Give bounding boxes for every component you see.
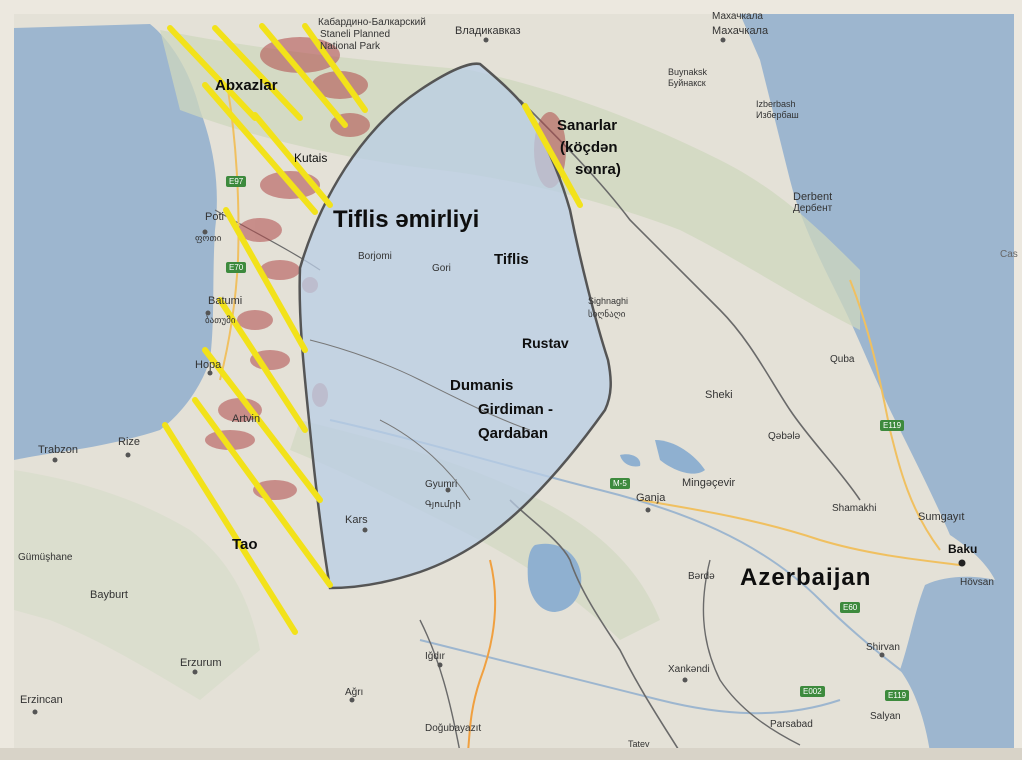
region-label-sanarlar-note: (köçdən [560,139,618,156]
city-label-artvin[interactable]: Artvin [232,413,261,425]
black-sea [14,24,217,460]
region-label-qardaban: Qardaban [478,425,549,442]
city-label-gyumri-arm[interactable]: Գյումրի [425,499,461,509]
region-label-rustav: Rustav [522,335,569,351]
city-label-tiflis: Tiflis [494,251,529,268]
region-label-abxazlar: Abxazlar [215,77,278,94]
yellow-stripe-set [162,23,583,635]
city-label-hovsan[interactable]: Hövsan [960,577,994,588]
small-lake [620,454,641,467]
city-label-agri[interactable]: Ağrı [345,687,364,698]
city-label-sheki[interactable]: Sheki [705,389,733,401]
city-label-quba[interactable]: Quba [830,354,855,365]
road-badge: E119 [885,690,910,701]
park-label: Кабардино-Балкарский [318,17,426,28]
city-markers [32,37,885,715]
city-label-hopa[interactable]: Hopa [195,359,222,371]
road-badge: E002 [800,686,825,697]
lake-sevan [527,543,582,612]
city-label-parsabad[interactable]: Parsabad [770,719,813,730]
road-line [639,499,961,566]
city-label-tatev[interactable]: Tatev [628,739,650,749]
inner-border [379,419,471,501]
city-label-dogubayazit[interactable]: Doğubayazıt [425,723,482,734]
city-label-barda[interactable]: Bərdə [688,571,715,582]
city-label-shamakhi[interactable]: Shamakhi [832,503,877,514]
city-label-gori[interactable]: Gori [432,263,451,274]
city-label-rize[interactable]: Rize [118,436,141,448]
border-line [702,559,801,746]
region-label-girdiman: Girdiman - [478,401,554,418]
region-label-sanarlar-note-2: sonra) [575,161,621,178]
mingachevir-reservoir [655,440,705,474]
baku-marker [958,559,966,567]
tiflis-emirate-region [298,62,612,590]
road-badge: M-5 [610,478,630,489]
city-label-shirvan[interactable]: Shirvan [866,642,900,653]
city-label-sighnaghi[interactable]: Sighnaghi [588,296,629,306]
park-label: Stanеli Planned [320,29,391,40]
city-label-makhachkala-top[interactable]: Махачкала [712,11,763,22]
city-label-derbent-cyr[interactable]: Дербент [793,203,833,214]
city-label-ganja[interactable]: Ganja [636,492,666,504]
city-label-kars[interactable]: Kars [345,514,368,526]
road-line [467,559,497,753]
region-label-dumanis: Dumanis [450,377,514,394]
city-label-buynaksk-cyr[interactable]: Буйнакск [668,78,706,88]
border-line [419,619,461,753]
city-label-xankandi[interactable]: Xankəndi [668,664,710,675]
park-label: National Park [320,41,381,52]
city-label-trabzon[interactable]: Trabzon [38,444,78,456]
city-label-poti[interactable]: Poti [205,211,224,223]
city-label-igdir[interactable]: Iğdır [425,651,446,662]
city-label-borjomi[interactable]: Borjomi [358,251,392,262]
region-label-tao: Tao [232,536,258,553]
road-badge: E60 [840,602,861,613]
sea-label-caspian: Cas [1000,249,1018,260]
anatolia-shading [14,470,260,700]
region-label-sanarlar: Sanarlar [557,117,618,134]
city-label-sumgayit[interactable]: Sumgayıt [918,511,965,523]
city-label-batumi[interactable]: Batumi [208,295,243,307]
city-label-sighnaghi-geo[interactable]: სიღნაღი [588,309,626,319]
city-label-poti-geo[interactable]: ფოთი [195,233,222,243]
city-label-gyumri[interactable]: Gyumri [425,479,458,490]
border-line [509,499,681,753]
region-label-kutais: Kutais [294,151,328,165]
road-badge: E97 [226,176,247,187]
bottom-edge-band [0,748,1022,760]
city-label-gumushane[interactable]: Gümüşhane [18,552,73,563]
border-line [519,99,861,501]
inner-border [309,339,531,431]
country-label-azerbaijan: Azerbaijan [740,564,872,591]
city-label-izberbash-cyr[interactable]: Избербаш [756,110,799,120]
city-label-batumi-geo[interactable]: ბათუმი [205,315,236,325]
city-label-mingecevir[interactable]: Mingəçevir [682,477,736,489]
aras-river [419,639,841,715]
road-badge: E119 [880,420,905,431]
city-label-makhachkala[interactable]: Махачкала [712,25,769,37]
city-label-baku[interactable]: Baku [948,542,978,556]
city-label-derbent[interactable]: Derbent [793,191,833,203]
city-label-buynaksk[interactable]: Buynaksk [668,67,708,77]
caspian-sea [740,14,1014,752]
city-label-erzincan[interactable]: Erzincan [20,694,63,706]
city-label-izberbash[interactable]: Izberbash [756,99,796,109]
city-label-salyan[interactable]: Salyan [870,711,901,722]
city-label-qabala[interactable]: Qəbələ [768,431,801,442]
city-label-bayburt[interactable]: Bayburt [90,589,128,601]
region-title-tiflis-emirliyi: Tiflis əmirliyi [333,206,480,233]
city-label-vladikavkaz[interactable]: Владикавказ [455,25,521,37]
city-label-erzurum[interactable]: Erzurum [180,657,222,669]
road-line [219,89,240,381]
road-badge: E70 [226,262,247,273]
